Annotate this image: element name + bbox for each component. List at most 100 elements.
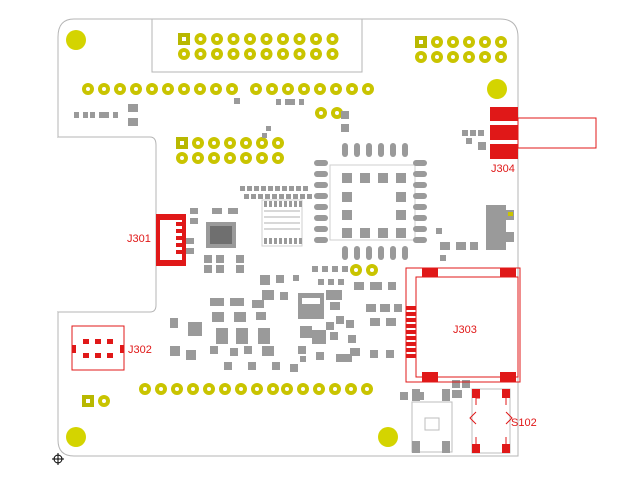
pin-hole — [333, 387, 337, 391]
sd-pin — [406, 318, 416, 322]
ssop-pin — [269, 238, 272, 244]
tact-switch — [411, 389, 453, 453]
pin-hole — [281, 52, 285, 56]
pin-hole — [467, 55, 471, 59]
pin-hole — [297, 52, 302, 56]
pin-hole — [150, 87, 154, 91]
smd-part — [228, 208, 238, 214]
pin-hole — [435, 40, 439, 44]
mounting-holes — [66, 30, 507, 447]
qfn-pin — [413, 226, 427, 232]
qfn-pin — [413, 193, 427, 199]
label-s102: S102 — [511, 417, 537, 429]
pin-hole — [330, 52, 335, 56]
smd-part — [293, 194, 298, 199]
ssop-pin — [294, 238, 297, 244]
header-jumper-a — [315, 107, 343, 119]
pin-hole — [196, 141, 200, 145]
smd-part — [279, 194, 284, 199]
crosshair-origin-icon — [52, 453, 64, 465]
qfn-inner-pad — [396, 192, 406, 202]
pin-hole — [285, 387, 289, 391]
smd-part — [394, 304, 402, 312]
smd-part — [186, 248, 194, 254]
smd-part — [186, 350, 196, 360]
smd-part — [452, 390, 462, 398]
pin-hole — [499, 55, 503, 59]
smd-part — [240, 186, 245, 191]
smd-part — [190, 218, 198, 224]
qfn-inner-pad — [342, 192, 352, 202]
qfn-pin — [314, 215, 328, 221]
header-row-mid — [250, 83, 374, 95]
ssop-pin — [299, 201, 302, 207]
pin-hole — [198, 52, 203, 56]
header-block-mid — [176, 137, 284, 164]
ssop-pin — [264, 238, 267, 244]
smd-part — [262, 346, 274, 356]
smd-part — [326, 290, 342, 300]
pin-hole — [230, 87, 234, 91]
qfn-pin — [413, 160, 427, 166]
smd-part — [462, 130, 468, 136]
smd-part — [276, 275, 284, 283]
smd-part — [462, 380, 470, 388]
smd-part — [212, 312, 224, 322]
smd-part — [400, 392, 408, 400]
pin-hole — [207, 387, 211, 391]
qfn-pin — [354, 143, 360, 157]
smd-part — [90, 112, 95, 118]
smd-part — [370, 318, 380, 326]
smd-part — [170, 346, 180, 356]
smd-part — [190, 208, 198, 214]
pin-hole — [182, 87, 186, 91]
smd-part — [285, 99, 290, 105]
smd-part — [370, 282, 382, 290]
smd-part — [268, 186, 273, 191]
smd-part — [289, 186, 294, 191]
ssop-pin — [269, 201, 272, 207]
qfn-pin — [402, 143, 408, 157]
qfn-pin — [314, 182, 328, 188]
board-notch — [58, 136, 157, 313]
smd-part — [478, 130, 484, 136]
pin-hole — [297, 37, 302, 41]
smd-part — [290, 99, 295, 105]
qfn-inner-pad — [396, 173, 406, 183]
smd-part — [204, 255, 212, 263]
pin-hole — [143, 387, 147, 391]
smd-part — [262, 133, 267, 138]
qfn-pin — [390, 143, 396, 157]
smd-part — [470, 242, 478, 250]
smd-part — [332, 266, 338, 272]
ssop-pin — [284, 201, 287, 207]
sd-pin — [406, 312, 416, 316]
smd-part — [386, 318, 396, 326]
smd-part — [262, 290, 274, 300]
smd-part — [322, 266, 328, 272]
smd-part — [272, 362, 280, 370]
smd-part — [286, 194, 291, 199]
ssop-pin — [299, 238, 302, 244]
qfn-pin — [314, 160, 328, 166]
qfn-pin — [413, 182, 427, 188]
label-j304: J304 — [491, 163, 515, 175]
pin-hole — [435, 55, 439, 59]
header-jumper-b — [350, 264, 378, 276]
qfn-pin — [413, 171, 427, 177]
smd-part — [466, 138, 472, 144]
pin-hole — [467, 40, 471, 44]
smd-part — [83, 112, 88, 118]
ssop-line — [264, 228, 300, 230]
ssop-pin — [289, 238, 292, 244]
smd-part — [316, 352, 324, 360]
pin-hole — [319, 111, 323, 115]
qfn-inner-pad — [396, 210, 406, 220]
mount-hole-bl — [66, 427, 86, 447]
smd-part — [348, 335, 356, 343]
qfn-pin — [314, 193, 328, 199]
smd-part — [328, 279, 334, 285]
pin-hole — [180, 156, 184, 160]
pin-hole — [350, 87, 354, 91]
smd-part — [338, 279, 344, 285]
